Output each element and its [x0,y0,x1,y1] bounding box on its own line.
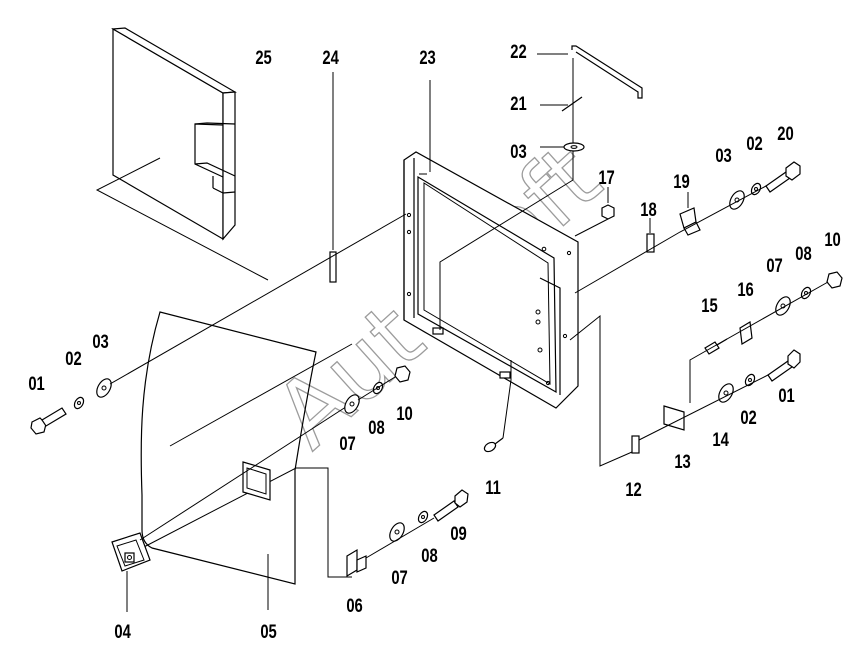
label-07-mid: 07 [339,433,355,454]
part-07-washer-mid [344,394,360,414]
leader-upper-right [574,185,767,294]
label-13: 13 [674,451,690,472]
label-17: 17 [598,167,614,188]
part-11-eyepin [483,360,512,453]
leader-bottom-bolt [365,517,435,559]
part-labels: 25 24 23 22 21 03 17 18 19 03 02 20 10 0… [28,41,840,642]
part-05-panel [140,311,353,610]
part-08-lockwasher-right [800,286,812,300]
label-10-mid: 10 [396,403,412,424]
part-03-washer-left [96,378,112,398]
label-24: 24 [322,47,339,68]
label-23: 23 [419,47,435,68]
label-06: 06 [346,595,362,616]
label-02-right: 02 [746,133,762,154]
label-02-left: 02 [65,348,81,369]
part-10-nut-mid [394,365,411,383]
label-07-bottom: 07 [391,567,407,588]
label-07-right: 07 [766,255,782,276]
label-14: 14 [712,429,729,450]
part-04-fastener [111,402,353,612]
part-03-washer-top [540,142,585,152]
leader-mid-07-10 [357,376,396,401]
label-08-bottom: 08 [421,545,437,566]
label-09: 09 [450,523,466,544]
part-06-bracket [346,548,367,578]
label-05: 05 [260,621,276,642]
part-25-pad [95,27,269,281]
leader-left-bolt [109,213,407,385]
part-02-lockwasher-left [73,396,85,410]
part-07-washer-bottom [389,522,405,542]
part-20-bolt [765,161,801,193]
label-12: 12 [625,479,641,500]
part-22-rod [439,45,643,330]
part-12-clip [631,435,640,454]
part-02-lockwasher-lower [744,373,756,387]
label-22: 22 [510,41,526,62]
part-01-bolt-left [30,407,67,435]
part-17-nut [574,187,615,237]
label-11: 11 [485,477,501,498]
part-13-plate [663,405,685,431]
part-10-nut-right [826,271,843,289]
leader-frame-12 [569,314,633,467]
part-03-washer-right [729,190,745,210]
part-05-window [242,461,271,501]
part-24-clip [329,72,337,283]
label-19: 19 [673,171,689,192]
label-15: 15 [701,295,717,316]
part-09-bolt [433,489,469,522]
leader-lower-right [638,374,769,441]
label-01-left: 01 [28,373,44,394]
label-03-right: 03 [715,145,731,166]
label-18: 18 [640,199,656,220]
part-19-bracket [679,207,701,236]
part-08-lockwasher-bottom [417,510,429,524]
part-01-bolt-right [767,349,801,382]
part-02-lockwasher-right [750,182,762,196]
part-16-clip [739,321,753,345]
leader-right-lower [689,281,829,403]
label-03-top: 03 [510,141,526,162]
label-25: 25 [255,47,271,68]
label-10-right: 10 [824,229,840,250]
label-08-mid: 08 [368,417,384,438]
label-21: 21 [510,93,526,114]
part-21-pin [540,96,583,112]
label-01-right: 01 [778,385,794,406]
part-18-clip [646,233,655,253]
part-23-frame [403,80,579,409]
label-04: 04 [114,621,131,642]
label-20: 20 [777,123,793,144]
label-03-left: 03 [92,331,108,352]
label-16: 16 [737,279,753,300]
part-07-washer-right [775,296,791,316]
label-08-right: 08 [795,243,811,264]
label-02-lower: 02 [740,407,756,428]
